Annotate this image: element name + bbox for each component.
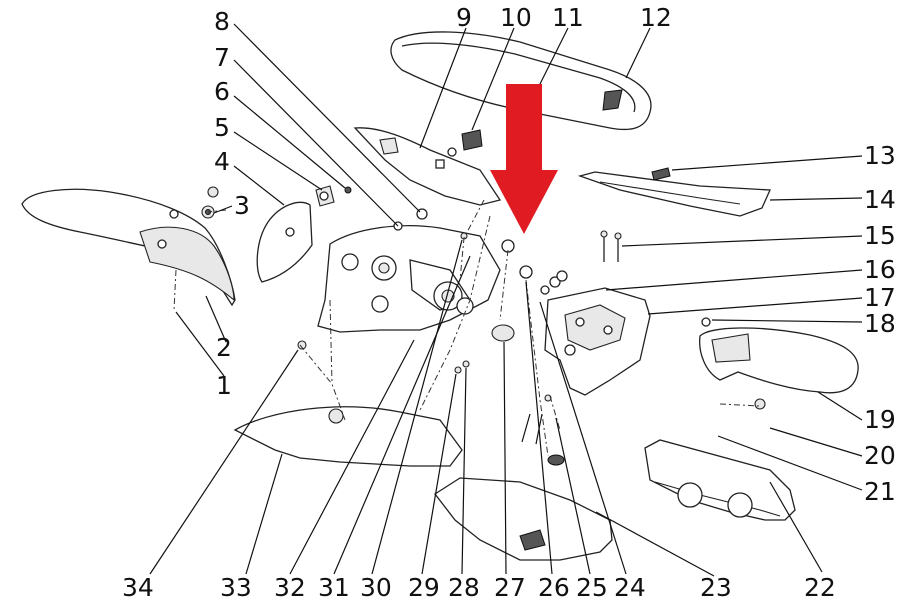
callout-7: 7 xyxy=(214,43,230,72)
callout-1: 1 xyxy=(216,371,232,400)
left-side-panel-part xyxy=(233,406,463,467)
callout-18: 18 xyxy=(864,309,896,338)
callout-22: 22 xyxy=(804,573,836,602)
seat-part xyxy=(390,31,652,131)
side-panel-4-part xyxy=(256,201,313,283)
front-fender-part xyxy=(21,188,236,307)
callout-34: 34 xyxy=(122,573,154,602)
bolts-15-part xyxy=(600,230,622,262)
callout-6: 6 xyxy=(214,77,230,106)
callout-2: 2 xyxy=(216,333,232,362)
central-bracket-part xyxy=(317,225,501,333)
rear-bracket-part xyxy=(540,270,651,396)
callout-21: 21 xyxy=(864,477,896,506)
callout-24: 24 xyxy=(614,573,646,602)
grommet-part xyxy=(491,324,515,342)
callout-numbers: 1 2 3 4 5 6 7 8 9 10 11 12 13 14 15 16 1… xyxy=(122,3,896,602)
callout-32: 32 xyxy=(274,573,306,602)
callout-4: 4 xyxy=(214,147,230,176)
callout-30: 30 xyxy=(360,573,392,602)
callout-17: 17 xyxy=(864,283,896,312)
callout-23: 23 xyxy=(700,573,732,602)
callout-25: 25 xyxy=(576,573,608,602)
callout-33: 33 xyxy=(220,573,252,602)
callout-13: 13 xyxy=(864,141,896,170)
callout-31: 31 xyxy=(318,573,350,602)
rear-tail-piece-part xyxy=(577,167,771,217)
tray-part xyxy=(644,439,796,521)
callout-28: 28 xyxy=(448,573,480,602)
callout-9: 9 xyxy=(456,3,472,32)
upper-side-cover-part xyxy=(353,127,502,206)
callout-5: 5 xyxy=(214,113,230,142)
callout-16: 16 xyxy=(864,255,896,284)
callout-10: 10 xyxy=(500,3,532,32)
callout-27: 27 xyxy=(494,573,526,602)
cap-26-part xyxy=(519,265,533,279)
rear-fender-part xyxy=(699,327,859,394)
vent-clip-part xyxy=(447,129,483,157)
hardware-bits xyxy=(297,208,552,445)
callout-12: 12 xyxy=(640,3,672,32)
under-panel-part xyxy=(434,477,613,561)
callout-15: 15 xyxy=(864,221,896,250)
callout-29: 29 xyxy=(408,573,440,602)
callout-leaders xyxy=(149,23,863,577)
callout-11: 11 xyxy=(552,3,584,32)
callout-14: 14 xyxy=(864,185,896,214)
red-pointer-arrow xyxy=(490,84,558,234)
assembly-lines xyxy=(173,199,761,457)
callout-8: 8 xyxy=(214,7,230,36)
callout-19: 19 xyxy=(864,405,896,434)
callout-20: 20 xyxy=(864,441,896,470)
knob-part xyxy=(315,185,335,207)
callout-3: 3 xyxy=(234,191,250,220)
callout-26: 26 xyxy=(538,573,570,602)
